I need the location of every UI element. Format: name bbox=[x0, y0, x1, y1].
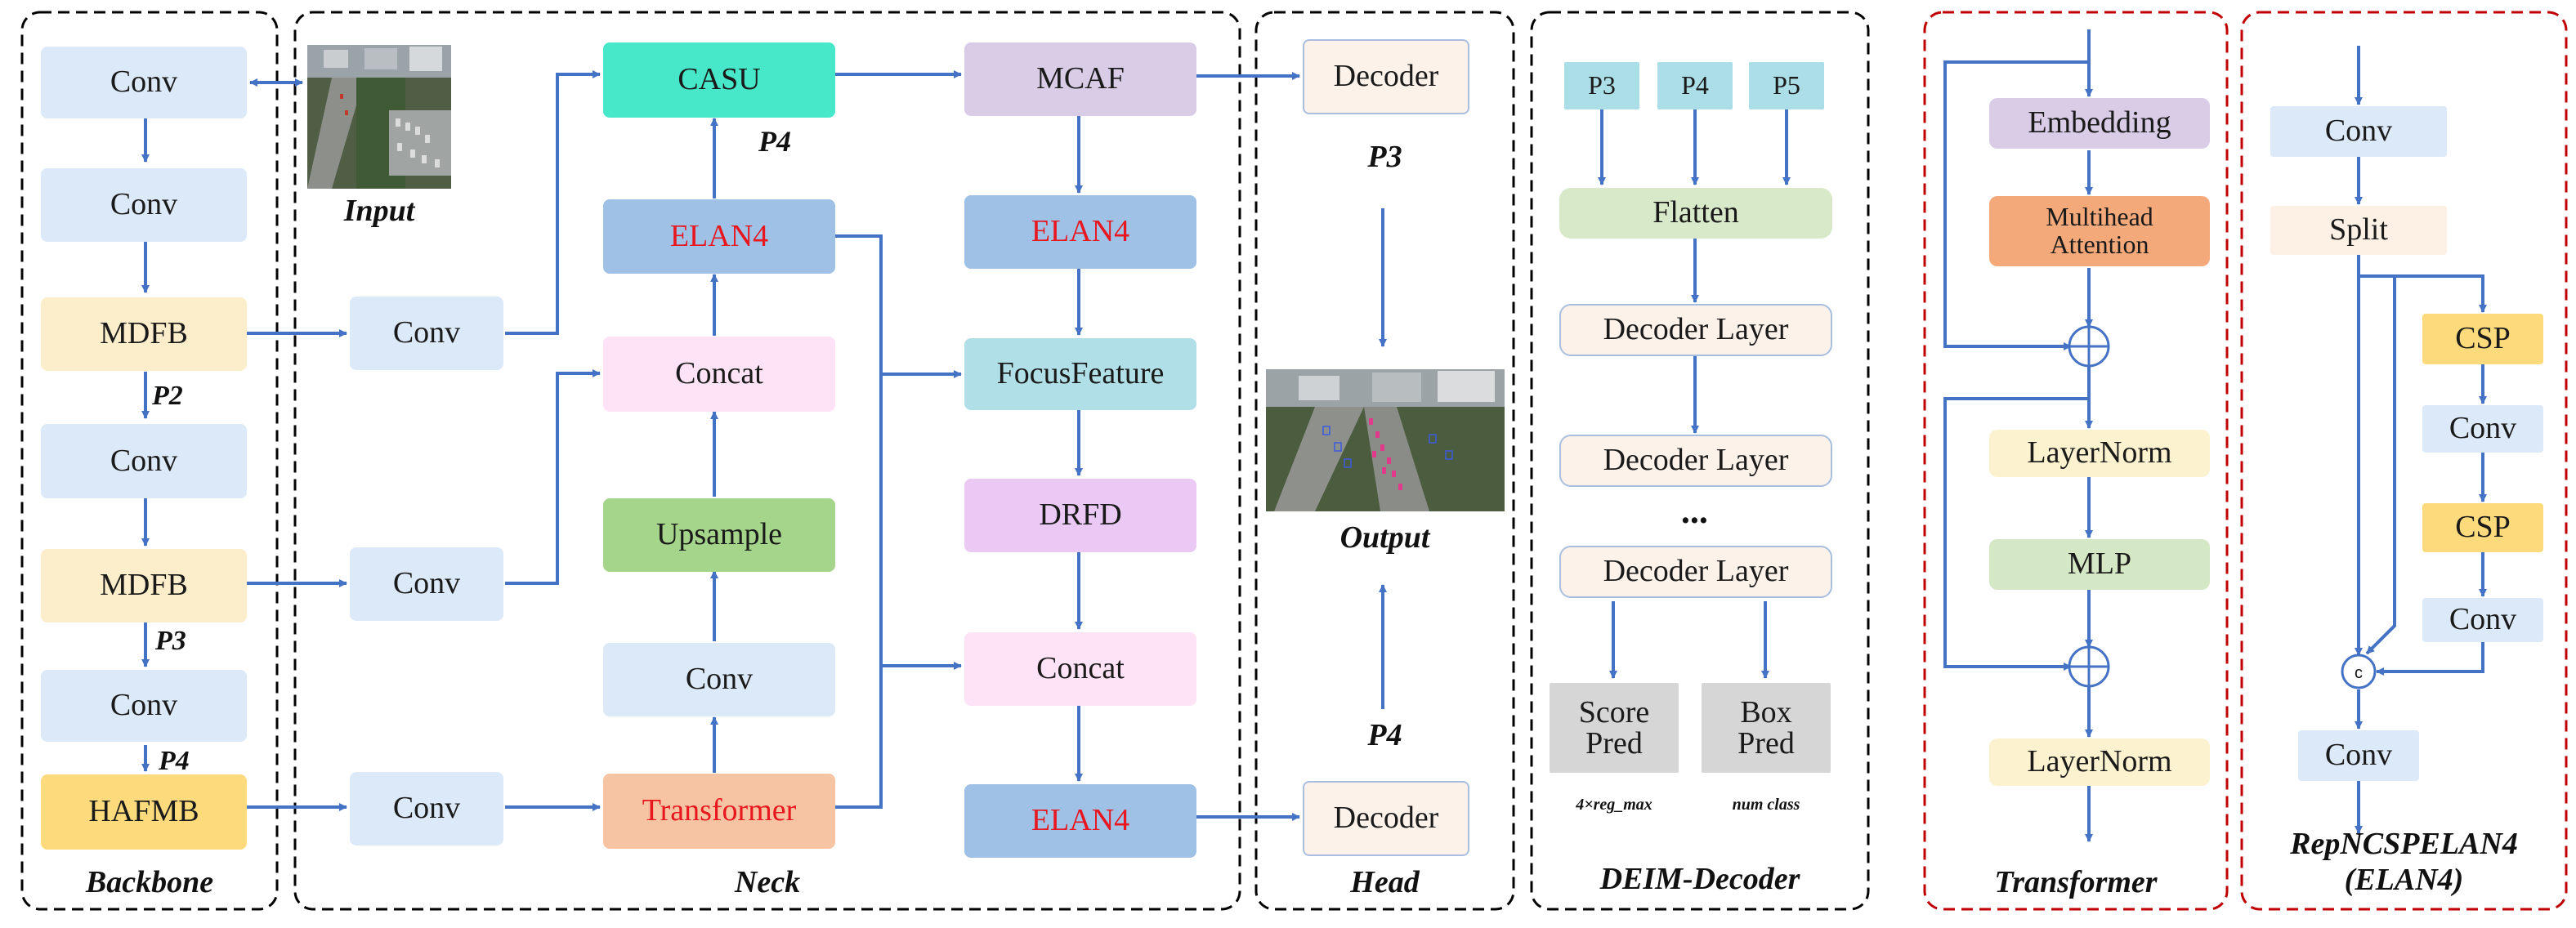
output-label: Output bbox=[1339, 520, 1430, 555]
transformer-title: Transformer bbox=[1994, 865, 2158, 899]
decoder-layer-3: Decoder Layer bbox=[1559, 546, 1832, 598]
decoder-layer-1: Decoder Layer bbox=[1559, 304, 1832, 356]
add-circle-icon bbox=[2068, 645, 2110, 688]
elan4-title-line-2: (ELAN4) bbox=[2344, 862, 2464, 897]
box-pred-line-2: Pred bbox=[1737, 726, 1795, 761]
box-pred-line-1: Box bbox=[1740, 695, 1792, 729]
backbone-conv-4: Conv bbox=[41, 670, 247, 742]
box-note: num class bbox=[1732, 796, 1800, 814]
head-frame bbox=[1254, 11, 1515, 911]
split-block: Split bbox=[2270, 206, 2447, 255]
backbone-conv-3: Conv bbox=[41, 424, 247, 498]
upsample-block: Upsample bbox=[603, 498, 835, 572]
add-circle-icon bbox=[2068, 325, 2110, 368]
elan4-title-line-1: RepNCSPELAN4 bbox=[2290, 827, 2518, 861]
deim-frame bbox=[1530, 11, 1870, 911]
transformer-block: Transformer bbox=[603, 774, 835, 849]
backbone-hafmb: HAFMB bbox=[41, 774, 247, 850]
embedding-block: Embedding bbox=[1989, 98, 2210, 149]
layernorm-2-block: LayerNorm bbox=[1989, 738, 2210, 786]
elan4-conv-1: Conv bbox=[2422, 405, 2543, 453]
elan4-frame bbox=[2240, 11, 2568, 911]
transformer-frame bbox=[1923, 11, 2229, 911]
input-image bbox=[307, 45, 451, 189]
drfd-block: DRFD bbox=[964, 479, 1196, 552]
neck-title: Neck bbox=[734, 865, 801, 899]
mlp-block: MLP bbox=[1989, 539, 2210, 590]
elan4-top-block: ELAN4 bbox=[603, 199, 835, 274]
neck-conv-mid: Conv bbox=[603, 643, 835, 716]
elan4-bottom-block: ELAN4 bbox=[964, 784, 1196, 858]
deim-p5: P5 bbox=[1749, 62, 1824, 109]
mcaf-block: MCAF bbox=[964, 42, 1196, 116]
decoder-top-block: Decoder bbox=[1303, 39, 1469, 114]
layernorm-1-block: LayerNorm bbox=[1989, 430, 2210, 477]
score-pred-block: Score Pred bbox=[1550, 683, 1679, 773]
neck-conv-b: Conv bbox=[350, 547, 503, 621]
deim-p4: P4 bbox=[1657, 62, 1733, 109]
backbone-p3-label: P3 bbox=[155, 626, 186, 656]
flatten-block: Flatten bbox=[1559, 188, 1832, 239]
decoder-layer-2: Decoder Layer bbox=[1559, 435, 1832, 487]
deim-dots: ... bbox=[1682, 491, 1710, 531]
attention-line-2: Attention bbox=[2050, 230, 2149, 259]
box-pred-block: Box Pred bbox=[1702, 683, 1831, 773]
csp-1-block: CSP bbox=[2422, 314, 2543, 364]
score-pred-line-1: Score bbox=[1578, 695, 1650, 729]
head-title: Head bbox=[1350, 865, 1420, 899]
backbone-p2-label: P2 bbox=[152, 381, 183, 411]
elan4-conv-bottom: Conv bbox=[2298, 730, 2419, 781]
attention-line-1: Multihead bbox=[2046, 202, 2153, 232]
csp-2-block: CSP bbox=[2422, 503, 2543, 552]
concat-left-block: Concat bbox=[603, 337, 835, 412]
backbone-frame bbox=[20, 11, 279, 911]
neck-p4-label: P4 bbox=[758, 125, 791, 158]
deim-p3: P3 bbox=[1564, 62, 1639, 109]
elan4-conv-top: Conv bbox=[2270, 106, 2447, 157]
decoder-bottom-block: Decoder bbox=[1303, 781, 1469, 856]
concat-symbol: c bbox=[2355, 664, 2363, 682]
elan4-title: RepNCSPELAN4 (ELAN4) bbox=[2242, 827, 2566, 898]
score-pred-line-2: Pred bbox=[1585, 726, 1643, 761]
concat-circle-icon bbox=[2341, 654, 2377, 689]
deim-title: DEIM-Decoder bbox=[1599, 862, 1800, 896]
casu-block: CASU bbox=[603, 42, 835, 118]
backbone-mdfb-1: MDFB bbox=[41, 297, 247, 371]
neck-conv-c: Conv bbox=[350, 772, 503, 845]
concat-right-block: Concat bbox=[964, 632, 1196, 706]
head-p3-label: P3 bbox=[1367, 140, 1402, 174]
multihead-attention-block: Multihead Attention bbox=[1989, 196, 2210, 266]
focus-feature-block: FocusFeature bbox=[964, 338, 1196, 410]
head-p4-label: P4 bbox=[1367, 718, 1402, 752]
backbone-mdfb-2: MDFB bbox=[41, 549, 247, 622]
output-image bbox=[1266, 369, 1505, 511]
backbone-conv-1: Conv bbox=[41, 47, 247, 118]
neck-conv-a: Conv bbox=[350, 297, 503, 370]
backbone-title: Backbone bbox=[85, 865, 214, 899]
elan4-conv-2: Conv bbox=[2422, 598, 2543, 642]
input-label: Input bbox=[343, 194, 415, 228]
backbone-p4-label: P4 bbox=[159, 746, 190, 776]
elan4-mid-block: ELAN4 bbox=[964, 195, 1196, 269]
backbone-conv-2: Conv bbox=[41, 168, 247, 242]
score-note: 4×reg_max bbox=[1576, 796, 1652, 814]
neck-frame bbox=[293, 11, 1241, 911]
